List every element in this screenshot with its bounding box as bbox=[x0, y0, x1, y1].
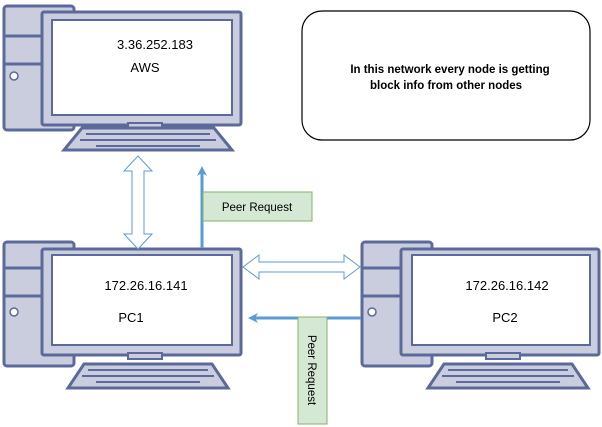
pc1-ip: 172.26.16.141 bbox=[104, 278, 187, 293]
pc1-name: PC1 bbox=[118, 310, 143, 325]
aws-computer: 3.36.252.183 AWS bbox=[2, 4, 243, 152]
aws-screen bbox=[51, 19, 233, 116]
pc2-name: PC2 bbox=[492, 310, 517, 325]
pc2-screen bbox=[411, 254, 591, 346]
pc1-pc2-double-arrow bbox=[242, 254, 361, 280]
aws-name: AWS bbox=[130, 60, 159, 75]
note-line-1: In this network every node is getting bbox=[350, 64, 549, 76]
peer-request-text-aws: Peer Request bbox=[222, 202, 293, 214]
peer-request-label-aws: Peer Request bbox=[202, 191, 313, 222]
note-line-2: block info from other nodes bbox=[370, 80, 522, 92]
peer-request-label-pc1: Peer Request bbox=[297, 316, 328, 425]
peer-request-text-pc1: Peer Request bbox=[305, 335, 317, 406]
aws-ip: 3.36.252.183 bbox=[117, 37, 193, 52]
aws-pc1-double-arrow bbox=[122, 155, 154, 250]
pc1-computer: 172.26.16.141 PC1 bbox=[2, 240, 243, 390]
pc1-screen bbox=[51, 254, 233, 346]
note-box: In this network every node is getting bl… bbox=[301, 10, 591, 141]
pc2-computer: 172.26.16.142 PC2 bbox=[360, 240, 601, 390]
pc2-ip: 172.26.16.142 bbox=[465, 278, 548, 293]
